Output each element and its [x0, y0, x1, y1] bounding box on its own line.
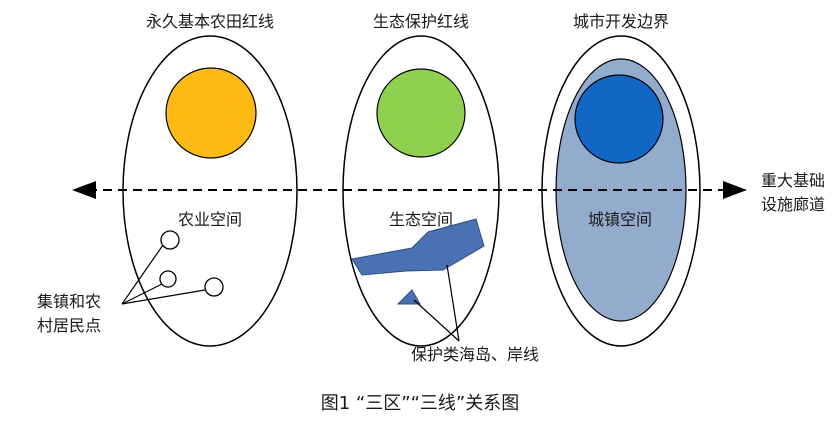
zone-2-top-label: 生态保护红线: [373, 12, 469, 31]
settlements-label-line1: 集镇和农: [37, 292, 101, 311]
settlements-label-line2: 村居民点: [37, 316, 101, 335]
settlement-leader-line-1: [121, 244, 164, 305]
zone-1-top-label: 永久基本农田红线: [146, 12, 274, 31]
settlement-point-2: [159, 270, 177, 288]
settlement-leader-line-2: [121, 283, 163, 305]
islands-leader-line-2: [413, 299, 460, 342]
corridor-label-line1: 重大基础: [761, 171, 825, 190]
zone-3-core-circle: [574, 74, 664, 164]
islands-label: 保护类海岛、岸线: [411, 345, 539, 364]
settlement-point-1: [160, 230, 180, 250]
settlement-leader-line-3: [121, 289, 206, 305]
corridor-arrow-right-icon: [723, 181, 747, 199]
corridor-label-line2: 设施廊道: [761, 195, 825, 214]
zone-3-top-label: 城市开发边界: [573, 12, 669, 31]
coastline-shape-large: [351, 218, 485, 276]
zone-2-core-circle: [376, 68, 466, 158]
corridor-arrow-left-icon: [72, 181, 96, 199]
zone-2-space-label: 生态空间: [389, 210, 453, 229]
zone-1-space-label: 农业空间: [178, 210, 242, 229]
settlement-point-3: [204, 277, 224, 297]
islands-leader-line-1: [446, 264, 460, 342]
zone-1-core-circle: [165, 67, 257, 159]
figure-caption: 图1 “三区”“三线”关系图: [321, 393, 519, 414]
zone-3-space-label: 城镇空间: [588, 210, 652, 229]
